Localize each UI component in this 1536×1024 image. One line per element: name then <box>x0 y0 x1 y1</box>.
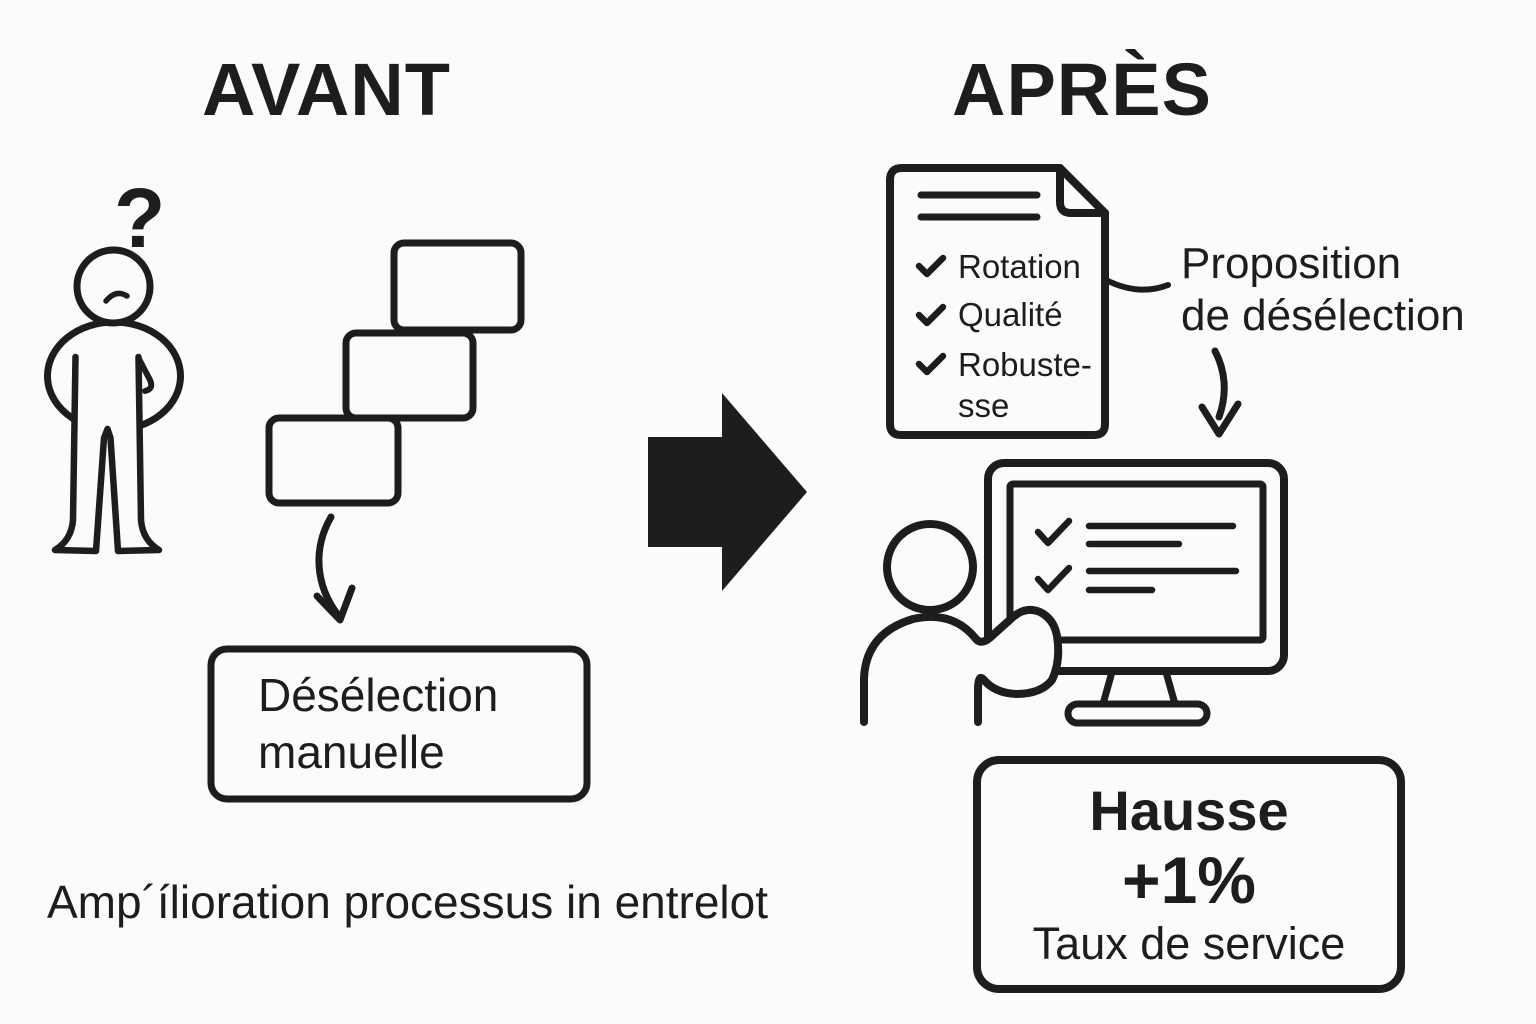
document-item-label: Rotation <box>958 248 1081 285</box>
document-item-label: sse <box>958 387 1010 424</box>
checkmark-icon <box>1034 517 1073 547</box>
monitor-icon <box>984 459 1288 727</box>
monitor-stand-base <box>1064 700 1211 727</box>
document-list-item: sse <box>912 385 1009 427</box>
person-left-leg <box>51 353 111 555</box>
curved-arrow-down-right-icon <box>1198 347 1242 438</box>
process-box-bottom <box>265 414 402 507</box>
process-boxes-icon <box>265 239 525 507</box>
monitor-bezel <box>984 459 1288 675</box>
user-body-and-arm <box>860 605 1063 726</box>
avant-title: AVANT <box>202 48 451 131</box>
result-metric: Taux de service <box>1032 917 1346 969</box>
apres-title: APRÈS <box>952 48 1212 131</box>
monitor-stand-leg <box>1162 668 1179 708</box>
curved-arrow-down-left-icon <box>313 513 356 624</box>
question-mark-icon: ? <box>114 171 166 265</box>
user-person-icon <box>860 520 1063 726</box>
result-headline: Hausse <box>1089 778 1289 842</box>
process-box-middle <box>342 329 477 422</box>
document-list-item: Robuste- <box>912 344 1092 386</box>
proposition-label: Proposition de désélection <box>1181 239 1465 340</box>
document-list-item: Qualité <box>912 294 1063 336</box>
confused-person-icon <box>44 246 184 555</box>
result-box: Hausse +1% Taux de service <box>977 760 1401 989</box>
person-mouth <box>103 290 130 304</box>
checkmark-icon <box>1034 564 1073 594</box>
transform-arrow-icon <box>648 393 807 591</box>
document-connector-line <box>1103 277 1171 293</box>
document-item-label: Qualité <box>958 296 1063 333</box>
monitor-screen <box>1006 480 1267 644</box>
monitor-stand-leg <box>1099 668 1116 708</box>
document-item-label: Robuste- <box>958 346 1092 383</box>
person-hand-on-hip <box>136 356 155 394</box>
user-head <box>883 520 977 614</box>
result-value: +1% <box>1122 842 1256 917</box>
document-fold <box>1056 164 1109 217</box>
person-right-leg <box>104 353 163 555</box>
person-torso <box>44 318 184 434</box>
process-box-top <box>390 239 525 334</box>
document-list-item: Rotation <box>912 246 1081 288</box>
diagram-caption: Amp´ílioration processus in entrelot <box>47 876 768 928</box>
manual-deselection-box: Désélection manuelle <box>258 669 499 778</box>
